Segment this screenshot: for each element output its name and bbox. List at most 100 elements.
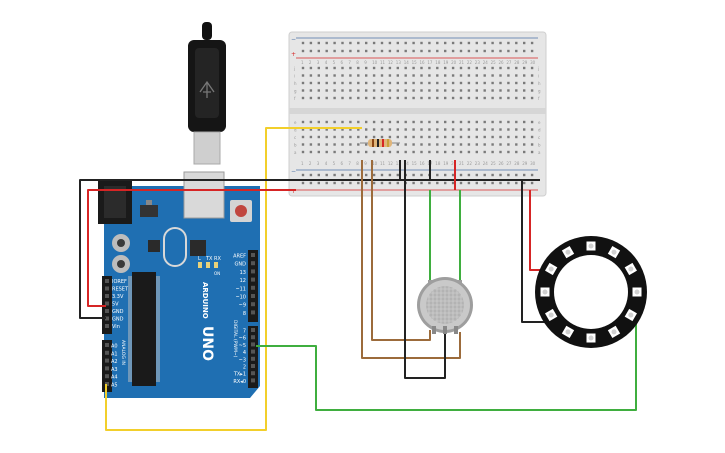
bb-row-letter: j: [537, 66, 539, 71]
rail-plus-top: +: [291, 51, 296, 58]
bb-column-number: 30: [530, 60, 536, 65]
bb-column-number: 16: [420, 60, 426, 65]
bb-column-number: 6: [341, 60, 344, 65]
bb-column-number: 20: [451, 60, 457, 65]
digital-pin-label: ~6: [239, 336, 246, 342]
rail-minus-bottom: −: [291, 168, 296, 175]
bb-column-number: 26: [499, 161, 505, 166]
ring-led: [607, 246, 621, 259]
bb-row-letter: e: [294, 120, 297, 125]
digital-label: DIGITAL (PWM~): [232, 320, 238, 358]
wires: [79, 127, 637, 431]
bb-column-number: 8: [356, 161, 359, 166]
analog-pin-label: A5: [111, 383, 118, 389]
bb-column-number: 28: [514, 161, 520, 166]
power-pin-label: 3.3V: [112, 294, 124, 300]
power-pin-label: RESET: [112, 287, 129, 293]
bb-row-letter: g: [538, 89, 541, 94]
wire-black-sensor: [404, 160, 446, 379]
usb-cable: [188, 22, 226, 165]
bb-column-number: 13: [396, 161, 402, 166]
bb-column-number: 13: [396, 60, 402, 65]
bb-row-letter: e: [538, 120, 541, 125]
digital-pin-label: RX◂0: [233, 379, 246, 385]
bb-column-number: 5: [333, 161, 336, 166]
bb-column-number: 24: [483, 161, 489, 166]
digital-pin-label: ~9: [239, 303, 246, 309]
bb-row-letter: d: [294, 128, 297, 133]
bb-row-letter: h: [294, 81, 297, 86]
ring-led: [545, 262, 558, 276]
bb-column-number: 10: [372, 60, 378, 65]
bb-column-number: 8: [356, 60, 359, 65]
resistor: [360, 139, 400, 147]
bb-row-letter: f: [538, 96, 540, 101]
bb-row-letter: h: [538, 81, 541, 86]
power-pin-label: GND: [112, 317, 124, 323]
bb-column-number: 24: [483, 60, 489, 65]
bb-row-letter: d: [538, 128, 541, 133]
digital-pin-label: ~3: [239, 357, 246, 363]
bb-column-number: 5: [333, 60, 336, 65]
neopixel-ring: [535, 236, 647, 348]
board-model: UNO: [199, 326, 215, 361]
digital-pin-label: 12: [240, 278, 246, 284]
bb-column-number: 11: [380, 161, 386, 166]
digital-pin-label: ~10: [235, 295, 246, 301]
bb-column-number: 3: [317, 60, 320, 65]
bb-column-number: 6: [341, 161, 344, 166]
bb-column-number: 19: [443, 60, 449, 65]
bb-column-number: 28: [514, 60, 520, 65]
bb-column-number: 26: [499, 60, 505, 65]
digital-pin-label: 8: [243, 311, 246, 317]
power-pin-label: Vin: [112, 324, 120, 330]
bb-row-letter: j: [293, 66, 295, 71]
bb-column-number: 14: [404, 161, 410, 166]
power-pin-label: 5V: [112, 302, 119, 308]
digital-pin-label: ~5: [239, 343, 246, 349]
gas-sensor: [417, 277, 473, 334]
board-led-label: RX: [214, 256, 221, 262]
bb-column-number: 14: [404, 60, 410, 65]
analog-pin-label: A4: [111, 375, 118, 381]
board-led-label: L: [198, 256, 201, 262]
bb-column-number: 9: [364, 161, 367, 166]
bb-column-number: 27: [506, 161, 512, 166]
bb-column-number: 29: [522, 60, 528, 65]
bb-column-number: 29: [522, 161, 528, 166]
bb-column-number: 3: [317, 161, 320, 166]
wire-yellow-a5: [105, 127, 362, 431]
digital-pin-label: GND: [235, 262, 247, 268]
bb-column-number: 23: [475, 161, 481, 166]
board-brand: ARDUINO: [201, 282, 209, 319]
bb-column-number: 2: [309, 60, 312, 65]
bb-row-letter: f: [294, 96, 296, 101]
digital-pin-label: ~11: [235, 286, 246, 292]
ring-led: [545, 308, 558, 322]
analog-pin-label: A1: [111, 351, 118, 357]
rail-plus-bottom: +: [291, 188, 296, 195]
ring-led: [586, 241, 596, 251]
bb-column-number: 1: [301, 60, 304, 65]
wire-brown-2: [371, 160, 431, 341]
bb-column-number: 11: [380, 60, 386, 65]
bb-row-letter: c: [538, 135, 540, 140]
usb-icon: [199, 80, 215, 98]
digital-pin-label: 2: [243, 365, 246, 371]
bb-column-number: 18: [435, 161, 441, 166]
digital-pin-label: TX▸1: [233, 372, 246, 378]
ring-led: [561, 246, 575, 259]
analog-label: ANALOG IN: [120, 340, 126, 365]
rail-minus-top: −: [291, 36, 296, 43]
reset-button[interactable]: [235, 205, 247, 217]
bb-column-number: 19: [443, 161, 449, 166]
bb-column-number: 15: [412, 161, 418, 166]
digital-pin-label: 13: [240, 270, 246, 276]
bb-column-number: 7: [348, 60, 351, 65]
ring-led: [540, 287, 550, 297]
bb-column-number: 30: [530, 161, 536, 166]
breadboard: − + − + 11223344556677889910101111121213…: [288, 31, 547, 197]
bb-row-letter: b: [294, 143, 297, 148]
bb-row-letter: i: [294, 74, 295, 79]
bb-row-letter: i: [538, 74, 539, 79]
